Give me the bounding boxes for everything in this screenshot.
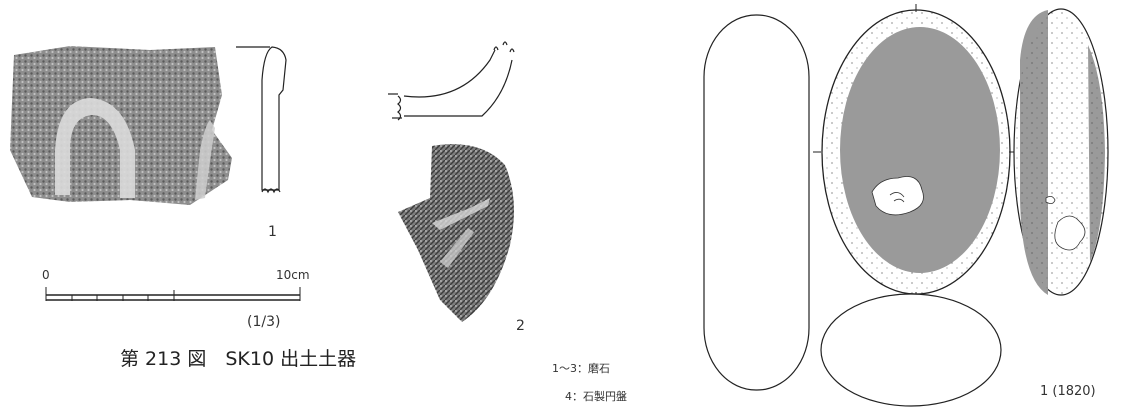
legend-line-1: 1〜3：磨石 [552, 362, 610, 375]
sherd-1-photo [10, 46, 232, 205]
grinding-stone-outline-left [703, 14, 810, 391]
scale-bar-start-label: 0 [42, 268, 50, 282]
sherd-1-profile [236, 46, 287, 194]
legend-line-2: 4：石製円盤 [565, 390, 627, 403]
grinding-stone-bottom [820, 293, 1002, 407]
grinding-stone-face [813, 4, 1017, 300]
figure-caption: 第 213 図 SK10 出土土器 [120, 348, 357, 370]
sherd-2-profile [388, 41, 515, 121]
grinding-stone-side-right [1013, 8, 1109, 296]
scale-bar [45, 287, 301, 301]
scale-ratio-label: (1/3) [247, 314, 281, 330]
artifact-2-number: 2 [516, 318, 525, 334]
artifact-1-number: 1 [268, 224, 277, 240]
sherd-2-photo [398, 144, 514, 322]
stone-label: 1 (1820) [1040, 384, 1096, 399]
scale-bar-end-label: 10cm [276, 268, 310, 282]
